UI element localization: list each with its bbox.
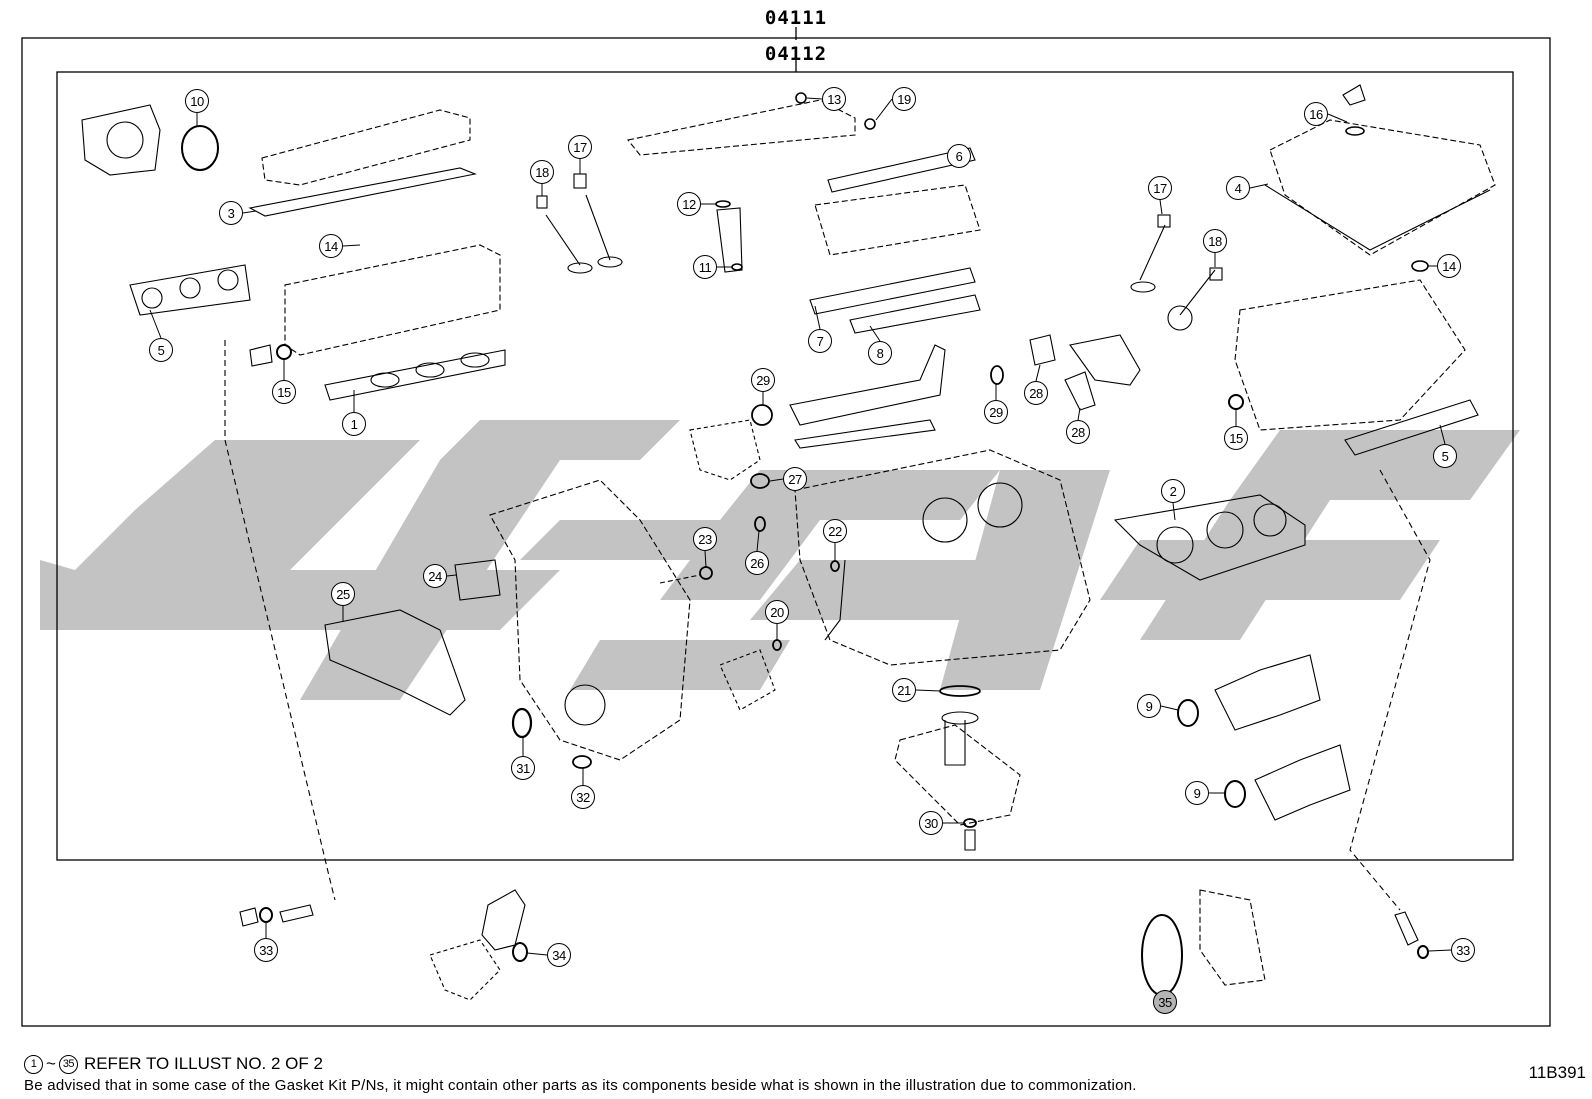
callout-3[interactable]: 3 bbox=[219, 201, 243, 225]
callout-6[interactable]: 6 bbox=[947, 144, 971, 168]
callout-13[interactable]: 13 bbox=[822, 87, 846, 111]
callout-31[interactable]: 31 bbox=[511, 756, 535, 780]
callout-5[interactable]: 5 bbox=[149, 338, 173, 362]
callout-12[interactable]: 12 bbox=[677, 192, 701, 216]
note-range-separator: ~ bbox=[46, 1054, 56, 1073]
callout-25[interactable]: 25 bbox=[331, 582, 355, 606]
callout-5[interactable]: 5 bbox=[1433, 444, 1457, 468]
callout-23[interactable]: 23 bbox=[693, 527, 717, 551]
part-outlines bbox=[81, 84, 1496, 1001]
watermark-logo bbox=[40, 420, 1520, 700]
callout-27[interactable]: 27 bbox=[783, 467, 807, 491]
callout-21[interactable]: 21 bbox=[892, 678, 916, 702]
callout-28[interactable]: 28 bbox=[1066, 420, 1090, 444]
callout-29[interactable]: 29 bbox=[984, 400, 1008, 424]
kit-frames bbox=[21, 27, 1551, 1027]
callout-18[interactable]: 18 bbox=[530, 160, 554, 184]
inner-kit-number: 04112 bbox=[764, 43, 828, 65]
callout-35[interactable]: 35 bbox=[1153, 990, 1177, 1014]
outer-kit-number: 04111 bbox=[764, 7, 828, 29]
note-refer-text: REFER TO ILLUST NO. 2 OF 2 bbox=[83, 1054, 323, 1073]
callout-33[interactable]: 33 bbox=[254, 938, 278, 962]
callout-10[interactable]: 10 bbox=[185, 89, 209, 113]
callout-17[interactable]: 17 bbox=[1148, 176, 1172, 200]
callout-19[interactable]: 19 bbox=[892, 87, 916, 111]
refer-note: 1 ~ 35 REFER TO ILLUST NO. 2 OF 2 bbox=[24, 1054, 323, 1074]
callout-20[interactable]: 20 bbox=[765, 600, 789, 624]
callout-33[interactable]: 33 bbox=[1451, 938, 1475, 962]
callout-29[interactable]: 29 bbox=[751, 368, 775, 392]
callout-22[interactable]: 22 bbox=[823, 519, 847, 543]
callout-32[interactable]: 32 bbox=[571, 785, 595, 809]
callout-1[interactable]: 1 bbox=[342, 412, 366, 436]
callout-11[interactable]: 11 bbox=[693, 255, 717, 279]
callout-30[interactable]: 30 bbox=[919, 811, 943, 835]
callout-14[interactable]: 14 bbox=[319, 234, 343, 258]
callout-14[interactable]: 14 bbox=[1437, 254, 1461, 278]
callout-34[interactable]: 34 bbox=[547, 943, 571, 967]
callout-15[interactable]: 15 bbox=[272, 380, 296, 404]
callout-2[interactable]: 2 bbox=[1161, 479, 1185, 503]
callout-26[interactable]: 26 bbox=[745, 551, 769, 575]
callout-4[interactable]: 4 bbox=[1226, 176, 1250, 200]
callout-9[interactable]: 9 bbox=[1185, 781, 1209, 805]
callout-18[interactable]: 18 bbox=[1203, 229, 1227, 253]
callout-15[interactable]: 15 bbox=[1224, 426, 1248, 450]
disclaimer-note: Be advised that in some case of the Gask… bbox=[24, 1077, 1137, 1094]
callout-28[interactable]: 28 bbox=[1024, 381, 1048, 405]
callout-8[interactable]: 8 bbox=[868, 341, 892, 365]
callout-24[interactable]: 24 bbox=[423, 564, 447, 588]
callout-7[interactable]: 7 bbox=[808, 329, 832, 353]
note-range-start: 1 bbox=[24, 1054, 43, 1074]
callout-17[interactable]: 17 bbox=[568, 135, 592, 159]
note-range-end: 35 bbox=[58, 1054, 78, 1074]
illustration-code: 11B391 bbox=[1528, 1063, 1586, 1082]
callout-9[interactable]: 9 bbox=[1137, 694, 1161, 718]
callout-16[interactable]: 16 bbox=[1304, 102, 1328, 126]
